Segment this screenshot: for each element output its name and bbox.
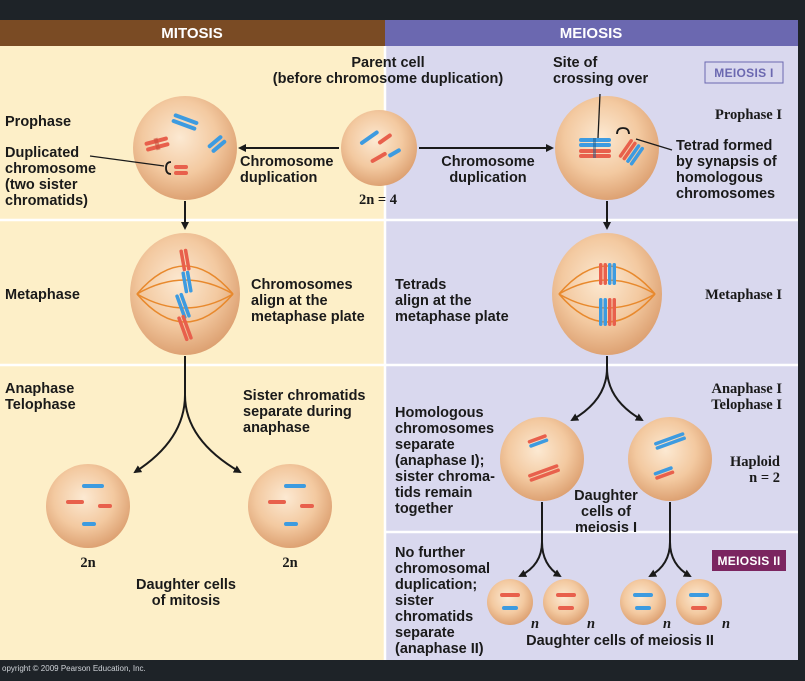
no-further-duplication-label-line-3: duplication; (395, 577, 477, 593)
labels: Parent cell(before chromosome duplicatio… (2, 55, 782, 673)
homologous-label-line-5: sister chroma- (395, 469, 495, 485)
parent-cell-label: Parent cell (351, 55, 424, 71)
meiosis-i-daughter-cell-left (500, 417, 584, 501)
meiosis-ii-daughter-cell-2 (543, 579, 589, 625)
meiosis-ii-daughter-cell-4 (676, 579, 722, 625)
mitosis-align-label-line-2: align at the (251, 293, 328, 309)
frame-right (798, 0, 805, 676)
tetrads-align-label-line-1: Tetrads (395, 277, 446, 293)
mitosis-align-label-line-1: Chromosomes (251, 277, 353, 293)
haploid-label-line-2: n = 2 (749, 470, 780, 486)
mitosis-anaphase-label-line-2: Telophase (5, 397, 76, 413)
mitosis-metaphase-cell (130, 233, 240, 355)
no-further-duplication-label-line-5: chromatids (395, 609, 473, 625)
meiosis-prophase-cell (555, 96, 659, 200)
tetrad-label-line-4: chromosomes (676, 186, 775, 202)
arrows (133, 144, 692, 578)
mitosis-anaphase-label-line-1: Anaphase (5, 381, 74, 397)
haploid-label-line-1: Haploid (730, 454, 780, 470)
meiosis-ii-tag (712, 550, 786, 571)
meiosis-header-bar (385, 20, 798, 46)
meiosis-i-daughters-label-line-3: meiosis I (575, 520, 637, 536)
meiosis-duplication-label-line-1: Chromosome (441, 154, 534, 170)
frame-bottom (0, 660, 805, 676)
no-further-duplication-label-line-7: (anaphase II) (395, 641, 484, 657)
homologous-label-line-3: separate (395, 437, 455, 453)
mitosis-ploidy-right: 2n (282, 555, 297, 571)
meiosis-duplication-label-line-2: duplication (449, 170, 526, 186)
mitosis-daughters-label-line-1: Daughter cells (136, 577, 236, 593)
sister-chromatids-label-line-2: separate during (243, 404, 352, 420)
meiosis-prophase-label: Prophase I (715, 107, 782, 123)
meiosis-anaphase-label-line-1: Anaphase I (711, 381, 782, 397)
meiosis-i-daughters-label-line-2: cells of (581, 504, 631, 520)
sister-chromatids-label-line-1: Sister chromatids (243, 388, 366, 404)
sister-chromatids-label-line-3: anaphase (243, 420, 310, 436)
tetrad-label-line-2: by synapsis of (676, 154, 777, 170)
meiosis-i-tag-label: MEIOSIS I (714, 66, 773, 80)
meiosis-ii-daughter-cell-3 (620, 579, 666, 625)
meiosis-metaphase-cell (552, 233, 662, 355)
meiosis-ii-daughter-cell-1 (487, 579, 533, 625)
homologous-label-line-7: together (395, 501, 453, 517)
meiosis-metaphase-label: Metaphase I (705, 287, 782, 303)
tetrads-align-label-line-2: align at the (395, 293, 472, 309)
duplicated-chromosome-label-line-3: (two sister (5, 177, 78, 193)
mitosis-duplication-label-line-2: duplication (240, 170, 317, 186)
no-further-duplication-label-line-1: No further (395, 545, 465, 561)
site-crossing-label: Site of (553, 55, 597, 71)
pointer-lines (89, 93, 673, 167)
no-further-duplication-label-line-2: chromosomal (395, 561, 490, 577)
copyright-text: opyright © 2009 Pearson Education, Inc. (2, 664, 146, 673)
homologous-label-line-1: Homologous (395, 405, 484, 421)
homologous-label-line-4: (anaphase I); (395, 453, 484, 469)
duplicated-chromosome-label-line-4: chromatids) (5, 193, 88, 209)
homologous-label-line-6: tids remain (395, 485, 472, 501)
tetrad-label-line-1: Tetrad formed (676, 138, 772, 154)
parent-cell-sublabel: (before chromosome duplication) (273, 71, 504, 87)
parent-cell (341, 110, 417, 186)
mitosis-align-label-line-3: metaphase plate (251, 309, 365, 325)
duplicated-chromosome-label-line-2: chromosome (5, 161, 96, 177)
meiosis-header: MEIOSIS (560, 25, 623, 42)
tetrads-align-label-line-3: metaphase plate (395, 309, 509, 325)
frame-top (0, 0, 805, 20)
no-further-duplication-label-line-4: sister (395, 593, 434, 609)
meiosis-ii-n-label-2: n (587, 616, 595, 632)
meiosis-anaphase-label-line-2: Telophase I (711, 397, 782, 413)
mitosis-prophase-label: Prophase (5, 114, 71, 130)
meiosis-ii-n-label-3: n (663, 616, 671, 632)
mitosis-prophase-cell (133, 96, 237, 200)
meiosis-ii-daughters-label: Daughter cells of meiosis II (526, 633, 714, 649)
meiosis-i-daughters-label-line-1: Daughter (574, 488, 638, 504)
meiosis-ii-n-label-4: n (722, 616, 730, 632)
parent-ploidy-label: 2n = 4 (359, 192, 397, 208)
duplicated-chromosome-label-line-1: Duplicated (5, 145, 79, 161)
meiosis-ii-n-label-1: n (531, 616, 539, 632)
meiosis-i-tag (704, 61, 784, 84)
mitosis-daughters-label-line-2: of mitosis (152, 593, 220, 609)
site-crossing-label-2: crossing over (553, 71, 648, 87)
meiosis-ii-tag-label: MEIOSIS II (717, 554, 780, 568)
mitosis-metaphase-label: Metaphase (5, 287, 80, 303)
no-further-duplication-label-line-6: separate (395, 625, 455, 641)
mitosis-header: MITOSIS (161, 25, 222, 42)
mitosis-duplication-label-line-1: Chromosome (240, 154, 333, 170)
homologous-label-line-2: chromosomes (395, 421, 494, 437)
mitosis-daughter-cell-left (46, 464, 130, 548)
mitosis-daughter-cell-right (248, 464, 332, 548)
meiosis-i-daughter-cell-right (628, 417, 712, 501)
mitosis-header-bar (0, 20, 385, 46)
tetrad-label-line-3: homologous (676, 170, 763, 186)
mitosis-ploidy-left: 2n (80, 555, 95, 571)
